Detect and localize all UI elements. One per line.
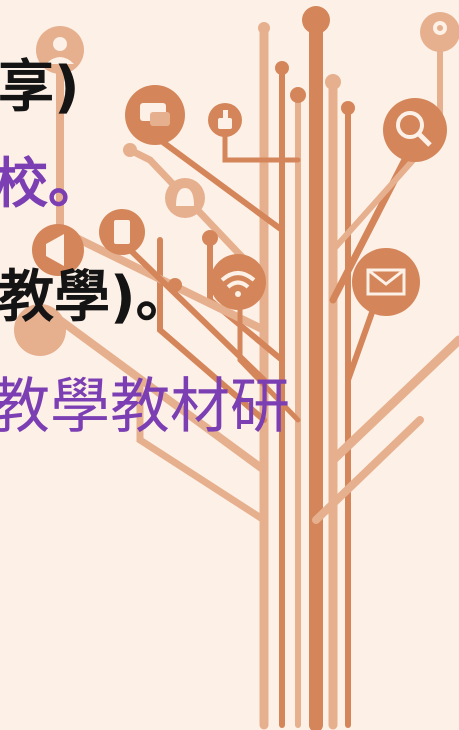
- text-line-4: 教學教材研: [0, 372, 290, 442]
- text-line-3: 教學)。: [0, 265, 192, 330]
- bell-icon: [165, 178, 205, 218]
- chat-icon: [125, 85, 185, 145]
- megaphone-icon: [32, 224, 84, 276]
- text-line-2: 校。: [0, 152, 102, 215]
- user-icon: [36, 26, 84, 74]
- decor-circle: [14, 304, 66, 356]
- wifi-icon: [210, 254, 266, 310]
- tablet-icon: [99, 209, 145, 255]
- mail-icon: [352, 248, 420, 316]
- search-icon: [383, 98, 447, 162]
- location-icon: [420, 12, 459, 52]
- thumbs-up-icon: [208, 103, 242, 137]
- text-line-1: 享): [0, 55, 80, 120]
